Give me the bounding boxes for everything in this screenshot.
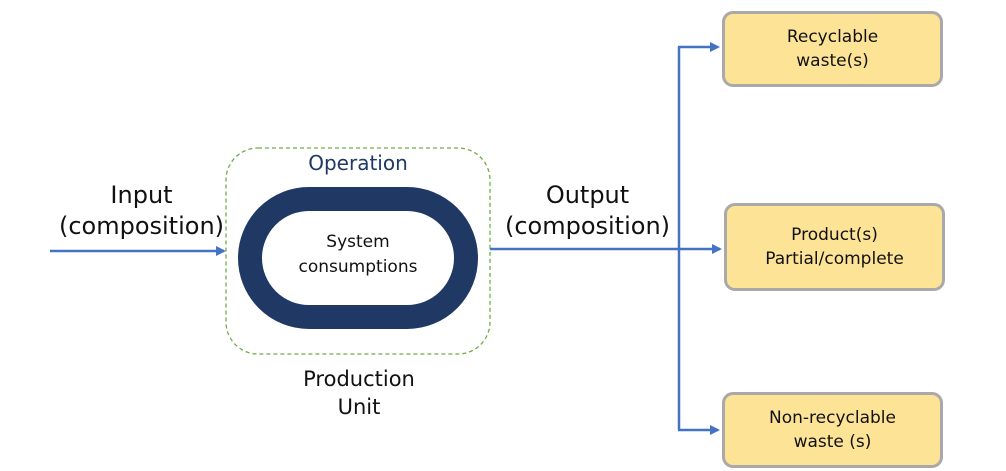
product-line2: Partial/complete [765, 249, 904, 269]
product-line1: Product(s) [791, 225, 878, 245]
operation-ring [238, 187, 478, 329]
unit-label-line2: Unit [337, 395, 381, 419]
non-recyclable-line1: Non-recyclable [769, 408, 896, 428]
recyclable-waste-box: Recyclable waste(s) [722, 11, 943, 87]
operation-label: Operation [308, 151, 408, 175]
output-label-line2: (composition) [504, 212, 671, 240]
unit-label-line1: Production [303, 367, 415, 391]
input-label: Input (composition) [54, 180, 229, 242]
output-label-line1: Output [545, 181, 630, 209]
core-label-line1: System [326, 232, 390, 252]
production-unit-container [225, 147, 491, 355]
core-label-line2: consumptions [298, 257, 418, 277]
input-label-line2: (composition) [58, 212, 225, 240]
product-box: Product(s) Partial/complete [724, 203, 945, 291]
non-recyclable-line2: waste (s) [793, 432, 872, 452]
production-unit-label: Production Unit [279, 365, 439, 421]
recyclable-line1: Recyclable [786, 27, 879, 47]
recyclable-line2: waste(s) [796, 51, 869, 71]
system-consumptions-label: System consumptions [278, 230, 438, 280]
input-label-line1: Input [110, 181, 173, 209]
non-recyclable-waste-box: Non-recyclable waste (s) [722, 392, 943, 468]
output-label: Output (composition) [500, 180, 675, 242]
